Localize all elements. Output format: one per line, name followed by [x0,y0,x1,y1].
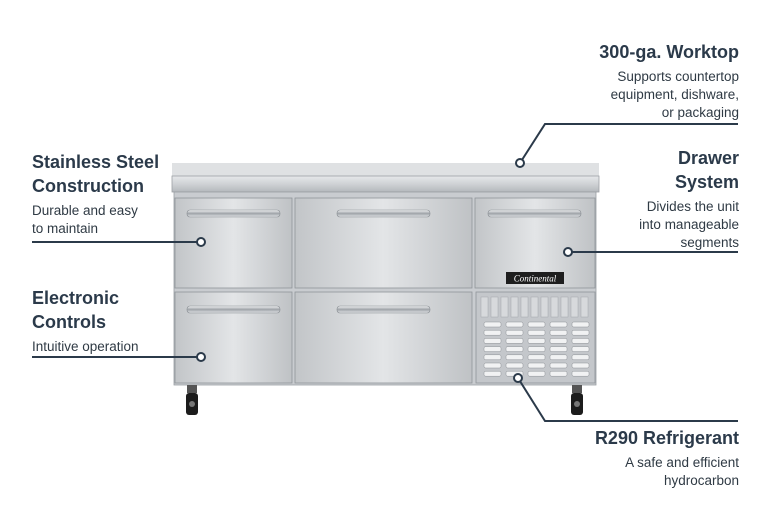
louver-slot [549,362,568,369]
louver-slot [571,362,590,369]
desc-line: Intuitive operation [32,339,139,354]
louver-slot [571,370,590,377]
vent-fin [480,296,489,318]
desc-line: Supports countertop [617,69,739,84]
desc-line: hydrocarbon [663,473,739,488]
callout-dot-refrigerant [513,373,523,383]
louver-slot [549,346,568,352]
louver-slot [571,321,590,328]
leader-line-worktop [519,123,738,164]
louver-slot [549,321,568,328]
louver-slot [571,338,590,344]
drawer-bottom-left [174,291,293,384]
drawer-top-middle [294,197,473,289]
louver-slot [527,338,546,344]
brand-badge-text: Continental [514,274,557,284]
callout-worktop: 300-ga. Worktop Supports countertop equi… [599,40,739,122]
title-line: Electronic [32,288,120,308]
title-line: Construction [32,176,144,196]
louver-slot [527,354,546,361]
vent-fin [520,296,529,318]
title-line: Controls [32,312,106,332]
callout-drawer-title: Drawer System [639,146,739,194]
callout-stainless: Stainless Steel Construction Durable and… [32,150,159,238]
vent-fin [550,296,559,318]
title-line: System [674,172,739,192]
louver-slot [483,346,502,352]
caster-right [571,385,583,415]
leader-line-refrigerant [517,377,738,422]
louver-slot [549,329,568,336]
callout-drawer: Drawer System Divides the unit into mana… [639,146,739,252]
louver-slot [527,321,546,328]
louver-slot [483,338,502,344]
vent-fin [570,296,579,318]
desc-line: into manageable [639,217,739,232]
worktop [171,163,600,193]
louver-slot [483,354,502,361]
louver-slot [527,362,546,369]
desc-line: or packaging [661,105,739,120]
callout-refrigerant-desc: A safe and efficient hydrocarbon [595,454,739,490]
callout-refrigerant-title: R290 Refrigerant [594,428,739,448]
louver-slot [505,338,524,344]
desc-line: Divides the unit [646,199,739,214]
title-line: Drawer [677,148,739,168]
louver-slot [483,370,502,377]
louver-slot [549,338,568,344]
vent-fin [530,296,539,318]
desc-line: to maintain [32,221,99,236]
louver-slot [549,370,568,377]
louver-slot [505,362,524,369]
desc-line: Durable and easy [32,203,138,218]
louver-slot [505,354,524,361]
louver-slot [527,329,546,336]
brand-badge: Continental [506,272,564,284]
callout-dot-electronic [196,352,206,362]
vent-fin [490,296,499,318]
callout-refrigerant: R290 Refrigerant A safe and efficient hy… [595,426,739,490]
callout-electronic-desc: Intuitive operation [32,338,139,356]
louver-slot [549,354,568,361]
caster-left [186,385,198,415]
compressor-grille [475,291,596,384]
desc-line: segments [680,235,739,250]
louver-slot [571,346,590,352]
callout-electronic-title: Electronic Controls [32,286,139,334]
vent-fin [510,296,519,318]
vent-fin [500,296,509,318]
louver-slot [571,329,590,336]
louver-slot [483,362,502,369]
callout-stainless-title: Stainless Steel Construction [32,150,159,198]
louver-slot [527,346,546,352]
callout-dot-drawer [563,247,573,257]
louver-slot [505,346,524,352]
drawer-top-left [174,197,293,289]
louver-slot [527,370,546,377]
desc-line: A safe and efficient [625,455,739,470]
louver-slot [571,354,590,361]
callout-drawer-desc: Divides the unit into manageable segment… [639,198,739,252]
callout-dot-stainless [196,237,206,247]
louver-slot [505,321,524,328]
callout-worktop-desc: Supports countertop equipment, dishware,… [599,68,739,122]
louver-slot [483,329,502,336]
callout-dot-worktop [515,158,525,168]
callout-electronic: Electronic Controls Intuitive operation [32,286,139,356]
vent-fin [560,296,569,318]
desc-line: equipment, dishware, [610,87,739,102]
callout-stainless-desc: Durable and easy to maintain [32,202,159,238]
drawer-bottom-middle [294,291,473,384]
callout-worktop-title: 300-ga. Worktop [599,42,739,62]
louver-slot [483,321,502,328]
title-line: Stainless Steel [32,152,160,172]
vent-fin [540,296,549,318]
vent-fin [580,296,589,318]
louver-slot [505,329,524,336]
